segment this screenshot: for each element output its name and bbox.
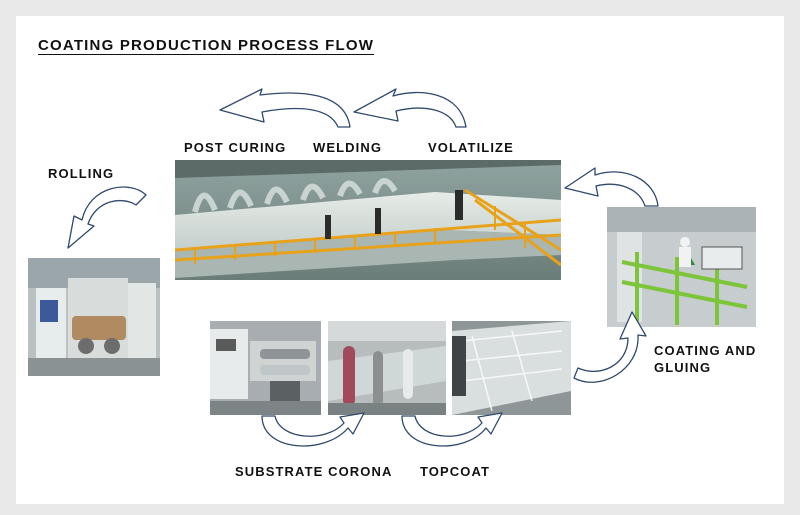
label-substrate-corona: SUBSTRATE CORONA (235, 464, 393, 479)
label-coating-and-gluing-line2: GLUING (654, 360, 712, 375)
diagram-title: COATING PRODUCTION PROCESS FLOW (38, 37, 375, 54)
curved-arrow-icon (261, 412, 365, 447)
topcoat-photo (328, 321, 446, 415)
curved-arrow-icon (401, 412, 503, 447)
label-topcoat: TOPCOAT (420, 464, 491, 479)
rolling-machine-photo (28, 258, 160, 376)
curved-arrow-icon (67, 186, 147, 249)
curved-arrow-icon (219, 88, 351, 128)
curved-arrow-icon (564, 167, 659, 207)
curved-arrow-icon (573, 311, 647, 383)
coating-gluing-photo (607, 207, 756, 327)
film-photo (452, 321, 571, 415)
label-rolling: ROLLING (48, 166, 115, 181)
curved-arrow-icon (353, 88, 467, 128)
oven-line-photo (175, 160, 561, 280)
label-volatilize: VOLATILIZE (428, 140, 514, 155)
label-post-curing: POST CURING (184, 140, 287, 155)
label-coating-and-gluing-line1: COATING AND (654, 343, 757, 358)
substrate-corona-photo (210, 321, 321, 415)
label-welding: WELDING (313, 140, 383, 155)
